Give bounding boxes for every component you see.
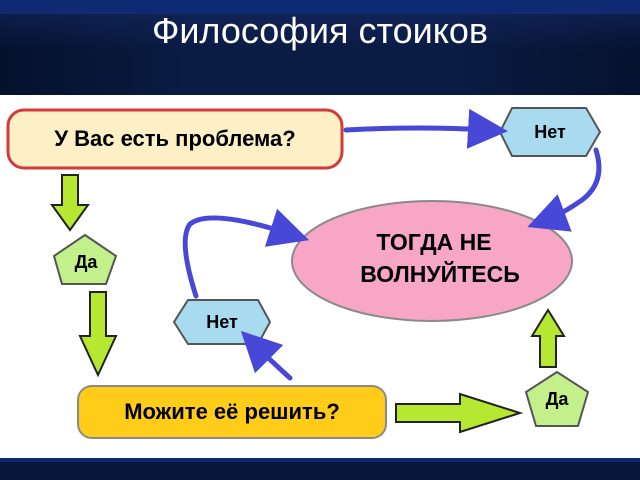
result-ellipse: ТОГДА НЕ ВОЛНУЙТЕСЬ [291,200,573,322]
slide-header: Философия стоиков [0,0,640,95]
green-arrow-down-top [50,174,90,232]
problem-question-box: У Вас есть проблема? [6,108,344,170]
no-label-middle: Нет [206,312,238,332]
slide-footer-bar [0,458,640,480]
blue-arrow-no-to-result-left [182,208,310,299]
no-label-top: Нет [534,122,566,142]
result-line-1: ТОГДА НЕ [376,229,491,255]
blue-arrow-problem-to-no [343,108,508,149]
green-arrow-right [395,392,524,434]
no-shape-top: Нет [498,107,602,157]
yes-shape-bottom: Да [524,370,590,427]
green-arrow-down-long [78,291,118,378]
solve-question-box: Можите её решить? [77,385,387,439]
slide-title: Философия стоиков [151,10,489,51]
problem-question-label: У Вас есть проблема? [54,126,295,151]
yes-shape-top: Да [52,233,118,285]
result-line-2: ВОЛНУЙТЕСЬ [360,260,519,287]
yes-label-bottom: Да [546,389,570,409]
yes-label-top: Да [75,252,99,272]
solve-question-label: Можите её решить? [124,399,340,424]
blue-arrow-solve-to-no [240,330,293,381]
no-shape-middle: Нет [172,299,272,345]
green-arrow-up [530,308,566,368]
blue-arrow-no-to-result [527,147,602,232]
